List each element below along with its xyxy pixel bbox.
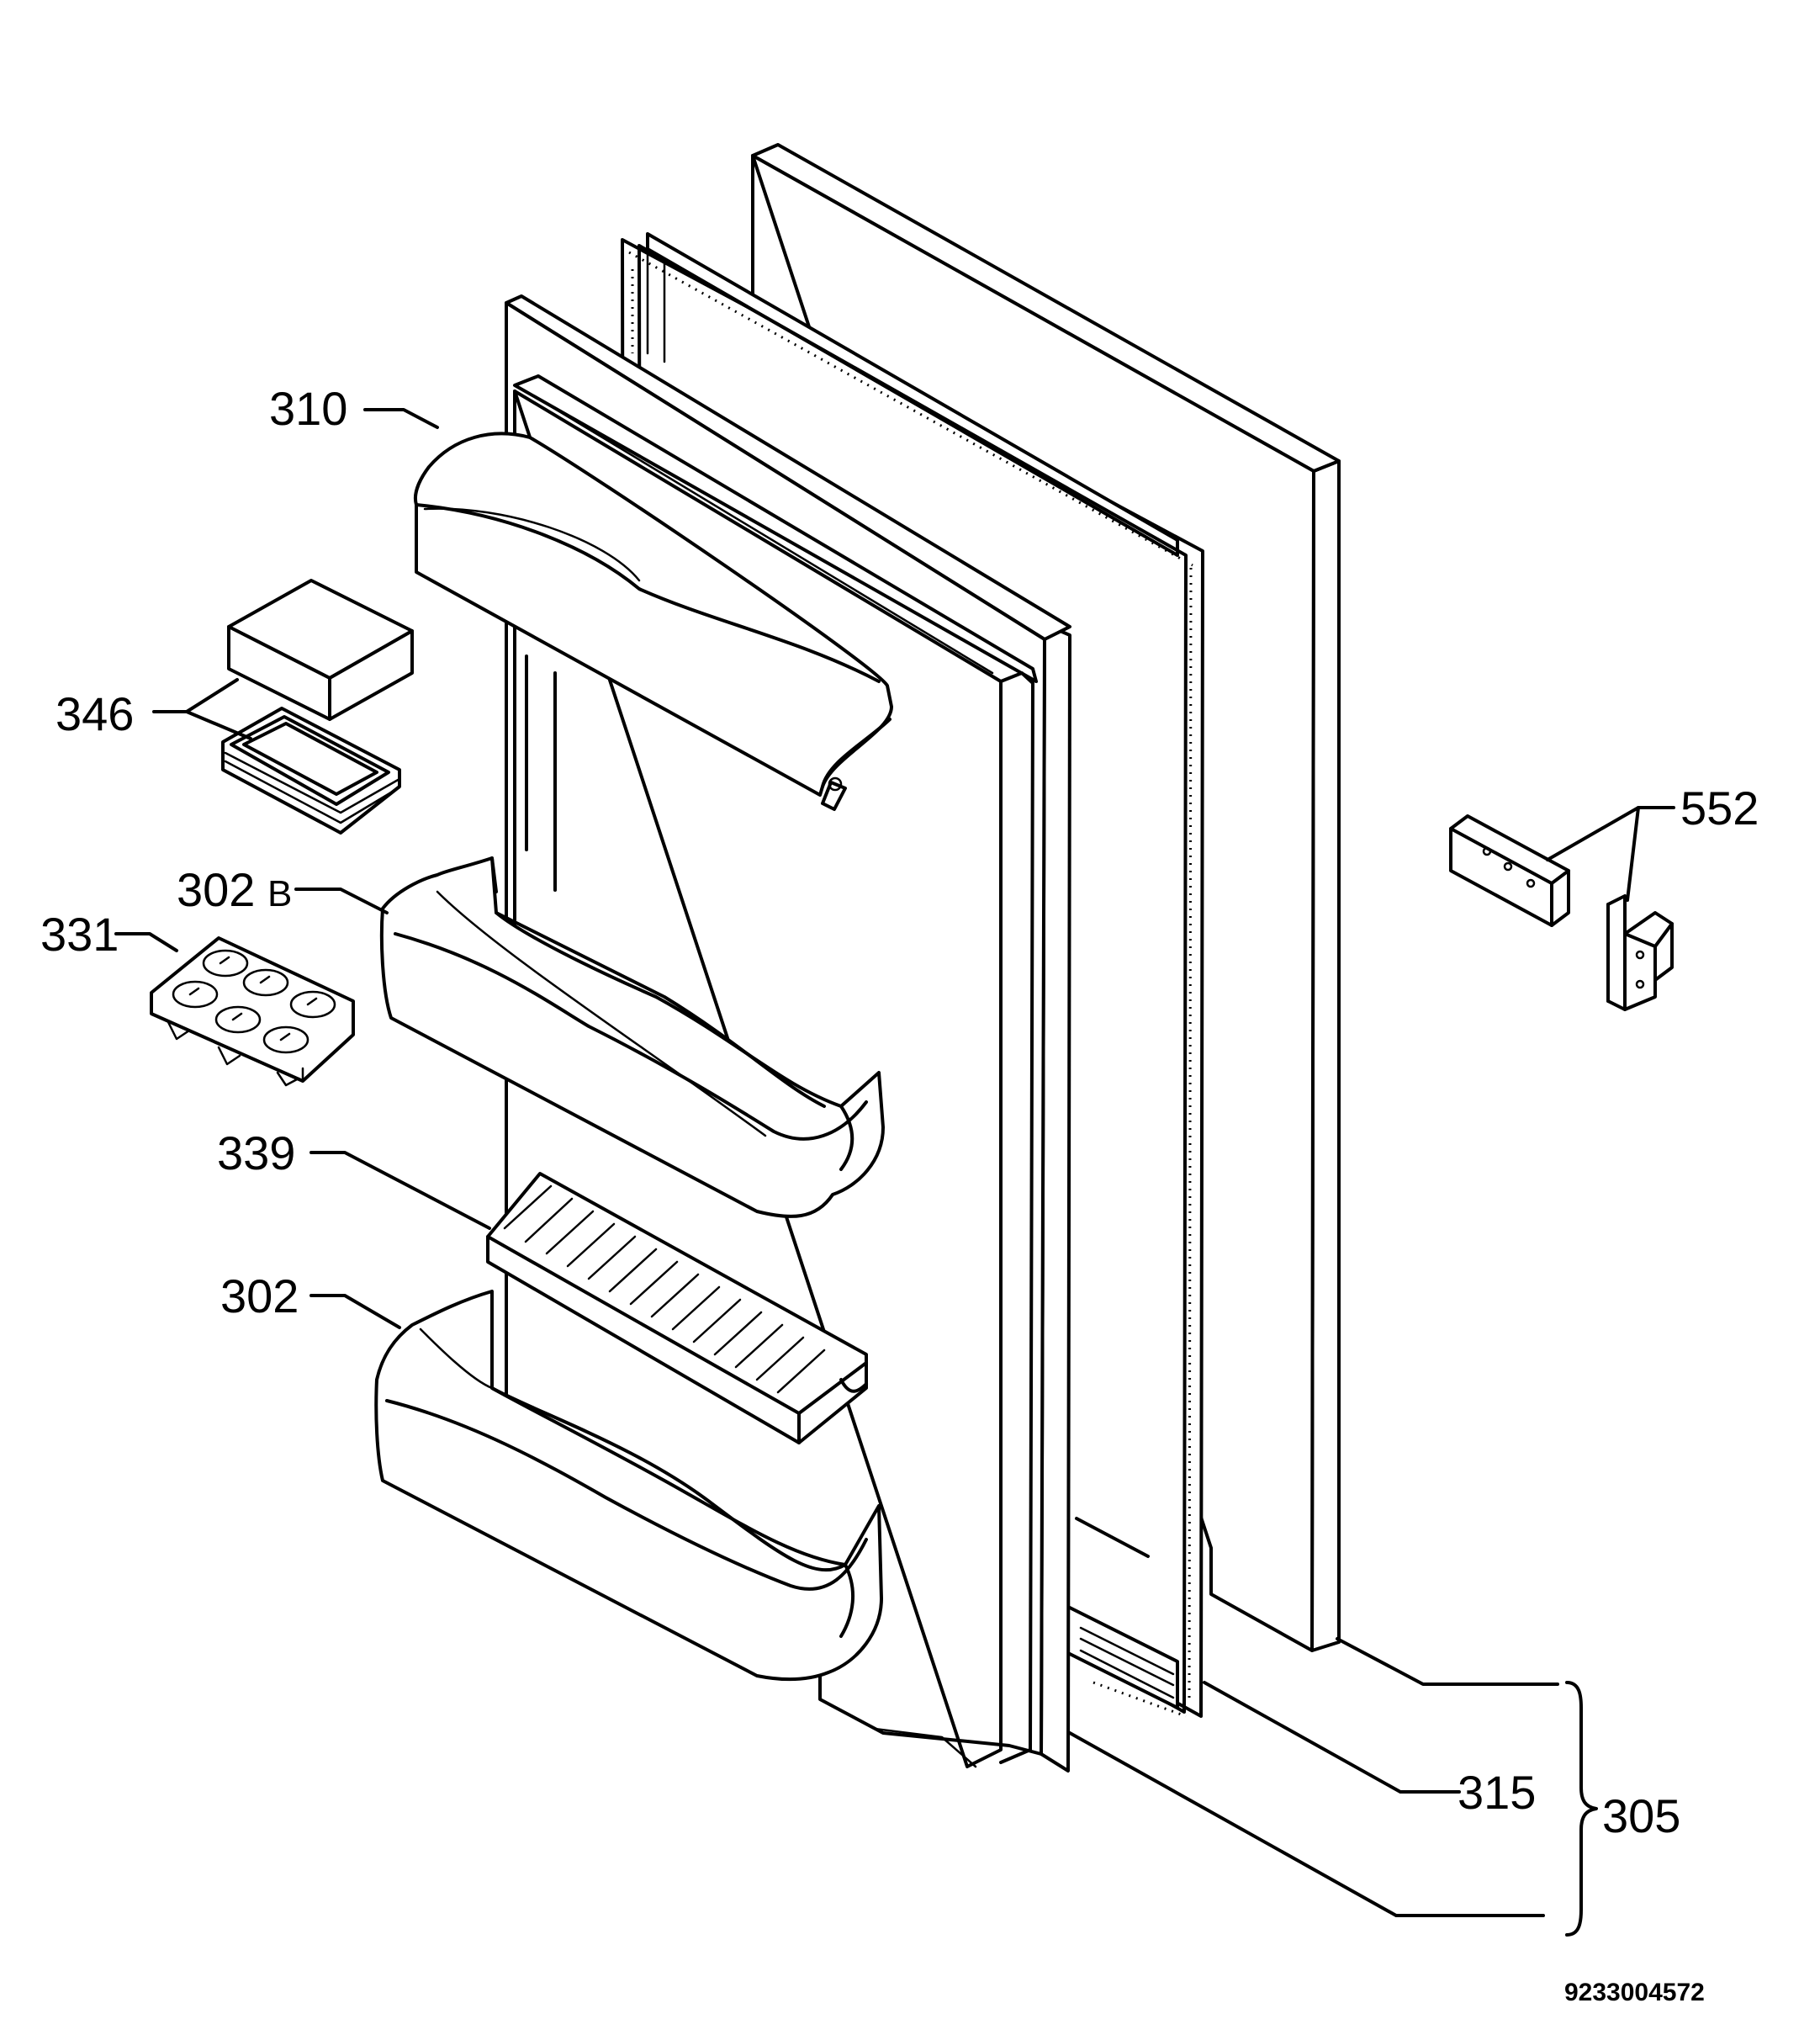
label-339: 339 [217,1126,295,1179]
part-310-top-cover [413,432,893,811]
label-302b-suffix: B [267,873,292,914]
part-labels: 310 346 302 B 331 339 302 552 315 305 92… [40,382,1759,2006]
part-302b-upper-shelf [379,856,885,1218]
label-346: 346 [56,687,134,740]
part-346-butter-dish [221,579,414,835]
part-302-lower-shelf [374,1290,883,1682]
leader-lines [114,408,1675,1937]
document-number: 9233004572 [1564,1979,1705,2006]
label-305: 305 [1602,1789,1680,1842]
label-302b-number: 302 [177,863,255,916]
part-339-grille-shelf [486,1172,868,1444]
part-331-egg-tray [150,936,355,1087]
label-310: 310 [269,382,347,435]
label-331: 331 [40,908,119,961]
label-302: 302 [220,1269,299,1322]
label-552: 552 [1680,782,1759,835]
part-552-hinge-brackets [1449,814,1674,1011]
label-315: 315 [1458,1766,1536,1819]
